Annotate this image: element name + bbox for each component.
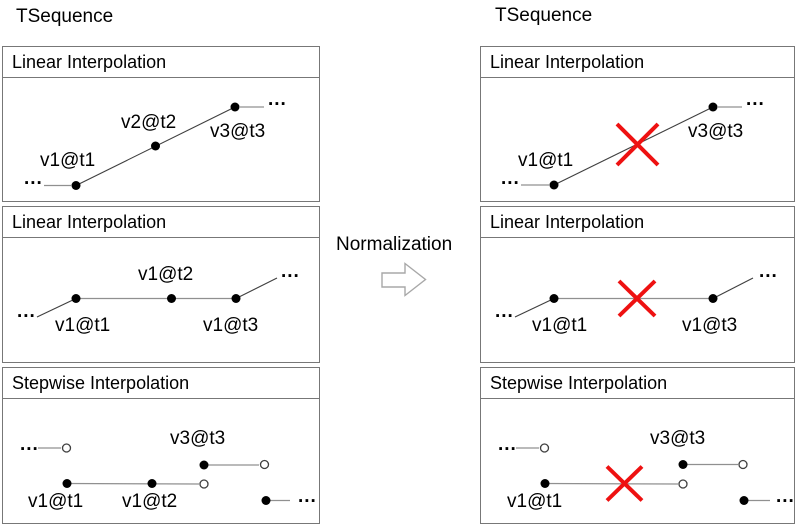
normalization-label: Normalization	[336, 234, 453, 255]
ellipsis-label: ...	[501, 168, 520, 189]
point-label-v1t3: v1@t3	[682, 315, 738, 336]
ellipsis-label: ...	[759, 261, 778, 282]
right-panel-linear-2: Linear Interpolation	[480, 206, 795, 363]
ellipsis-label: ...	[298, 486, 317, 507]
point-label-v3t3: v3@t3	[170, 428, 226, 449]
ellipsis-label: ...	[24, 168, 43, 189]
normalization-arrow-icon	[381, 262, 427, 297]
right-panel-linear-1: Linear Interpolation	[480, 46, 795, 202]
ellipsis-label: ...	[495, 301, 514, 322]
point-label-v1t2: v1@t2	[122, 491, 178, 512]
point-label-v3t3: v3@t3	[688, 121, 744, 142]
point-label-v1t1: v1@t1	[518, 150, 574, 171]
point-label-v1t1: v1@t1	[55, 315, 111, 336]
ellipsis-label: ...	[776, 486, 795, 507]
point-label-v1t1: v1@t1	[40, 150, 96, 171]
panel-header: Linear Interpolation	[3, 47, 319, 78]
point-label-v3t3: v3@t3	[650, 428, 706, 449]
point-label-v1t1: v1@t1	[28, 491, 84, 512]
ellipsis-label: ...	[20, 434, 39, 455]
panel-header: Stepwise Interpolation	[481, 368, 794, 399]
ellipsis-label: ...	[17, 301, 36, 322]
ellipsis-label: ...	[268, 89, 287, 110]
point-label-v1t1: v1@t1	[507, 491, 563, 512]
ellipsis-label: ...	[746, 89, 765, 110]
panel-header: Linear Interpolation	[3, 207, 319, 238]
panel-header: Linear Interpolation	[481, 47, 794, 78]
point-label-v1t2: v1@t2	[138, 264, 194, 285]
point-label-v3t3: v3@t3	[210, 121, 266, 142]
panel-header: Stepwise Interpolation	[3, 368, 319, 399]
point-label-v1t3: v1@t3	[203, 315, 259, 336]
point-label-v1t1: v1@t1	[532, 315, 588, 336]
ellipsis-label: ...	[281, 261, 300, 282]
panel-header: Linear Interpolation	[481, 207, 794, 238]
point-label-v2t2: v2@t2	[121, 112, 177, 133]
ellipsis-label: ...	[498, 434, 517, 455]
left-column-title: TSequence	[16, 6, 114, 27]
right-column-title: TSequence	[495, 5, 593, 26]
